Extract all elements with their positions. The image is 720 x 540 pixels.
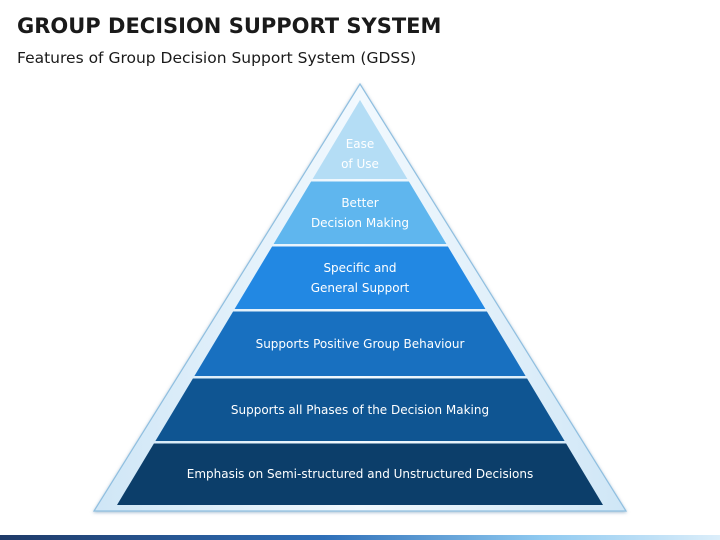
page-title: GROUP DECISION SUPPORT SYSTEM: [17, 14, 442, 38]
footer-accent-bar: [0, 535, 720, 540]
pyramid-tier-4-label: Supports Positive Group Behaviour: [255, 336, 465, 351]
page-subtitle: Features of Group Decision Support Syste…: [17, 49, 417, 67]
pyramid-tier-3: [234, 246, 486, 309]
pyramid-tier-2-label: Better Decision Making: [310, 195, 410, 230]
pyramid-tier-3-label: Specific and General Support: [310, 260, 410, 295]
pyramid-tier-1: [312, 100, 408, 179]
pyramid-tier-4: [194, 311, 526, 376]
pyramid-tier-2: [273, 181, 447, 244]
pyramid-tier-5-label: Supports all Phases of the Decision Maki…: [230, 402, 490, 417]
pyramid-tier-5: [155, 378, 565, 441]
pyramid-tier-6: [117, 443, 603, 505]
pyramid-tier-1-label: Ease of Use: [341, 136, 379, 171]
pyramid-tier-6-label: Emphasis on Semi-structured and Unstruct…: [186, 467, 534, 482]
